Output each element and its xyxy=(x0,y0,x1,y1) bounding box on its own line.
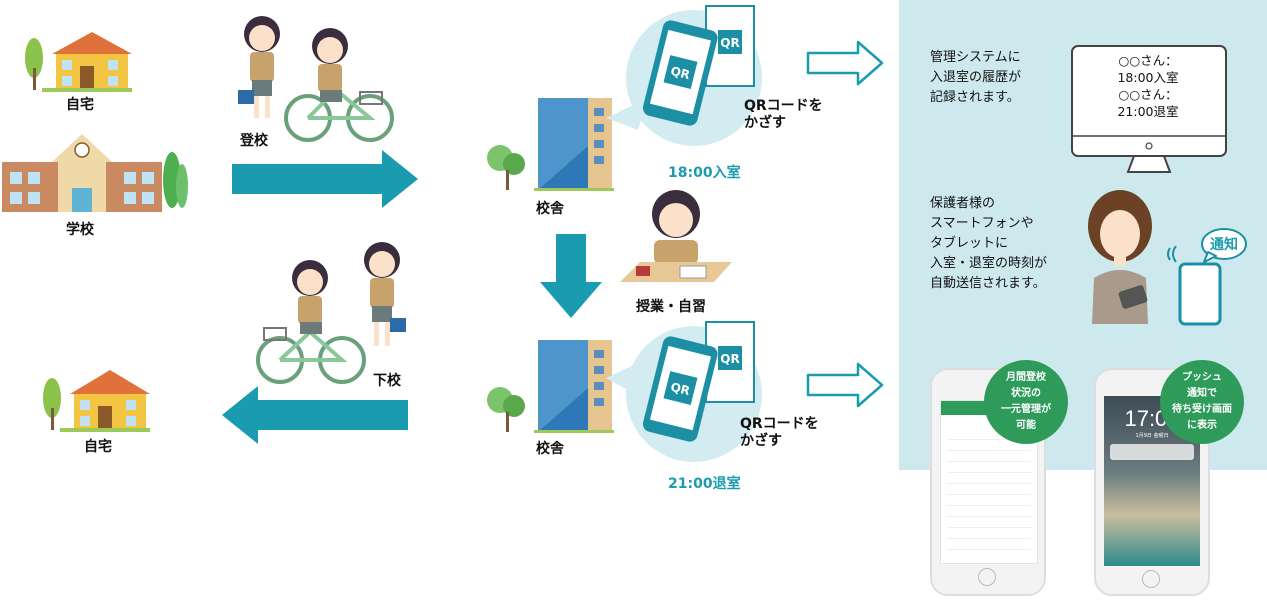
bubble-push-notification: プッシュ 通知で 待ち受け画面 に表示 xyxy=(1160,360,1244,444)
study-label: 授業・自習 xyxy=(636,299,706,315)
notice-bubble-icon xyxy=(1201,228,1247,263)
guardian-illustration xyxy=(1088,190,1152,324)
students-leaving-illustration xyxy=(256,242,406,384)
monitor-line-3: ○○さん： xyxy=(1118,87,1178,102)
monitor-screen: ○○さん： 18:00入室 ○○さん： 21:00退室 xyxy=(1078,52,1218,120)
qr-label-bottom: QRコードを かざす xyxy=(740,416,819,449)
qr-phone-text-bottom: QR xyxy=(669,380,691,398)
outline-arrow-top xyxy=(806,40,884,86)
lock-date: 1月9日 金曜日 xyxy=(1135,433,1169,439)
building-bottom-label: 校舎 xyxy=(536,441,564,457)
notice-label: 通知 xyxy=(1210,237,1238,253)
qr-phone-text-top: QR xyxy=(669,64,691,82)
home-bottom-illustration xyxy=(43,370,150,432)
down-arrow xyxy=(540,234,602,318)
notify-phone-illustration xyxy=(1167,246,1222,326)
building-top-illustration xyxy=(487,98,614,191)
go-to-school-label: 登校 xyxy=(240,133,268,149)
home-button-icon xyxy=(978,568,996,586)
entry-time: 18:00入室 xyxy=(668,165,741,181)
outline-arrow-bottom xyxy=(806,362,884,408)
monitor-line-1: ○○さん： xyxy=(1118,53,1178,68)
building-top-label: 校舎 xyxy=(536,201,564,217)
school-illustration xyxy=(2,134,188,212)
monitor-illustration xyxy=(1071,45,1227,173)
attendance-list xyxy=(947,429,1031,555)
system-description: 管理システムに 入退室の履歴が 記録されます。 xyxy=(930,50,1022,105)
qr-label-top: QRコードを かざす xyxy=(744,98,823,131)
guardian-description: 保護者様の スマートフォンや タブレットに 入室・退室の時刻が 自動送信されます… xyxy=(930,196,1048,291)
school-label: 学校 xyxy=(66,222,94,238)
push-notification-card xyxy=(1110,444,1194,460)
monitor-line-2: 18:00入室 xyxy=(1117,70,1179,85)
qr-bubble-bottom: QR QR xyxy=(606,321,762,462)
home-top-illustration xyxy=(25,32,132,92)
go-to-school-arrow xyxy=(232,150,418,208)
qr-card-text-top: QR xyxy=(720,36,739,50)
exit-time: 21:00退室 xyxy=(668,476,741,492)
monitor-line-4: 21:00退室 xyxy=(1117,104,1179,119)
bubble-monthly-management: 月間登校 状況の 一元管理が 可能 xyxy=(984,360,1068,444)
going-home-arrow xyxy=(222,386,408,444)
qr-bubble-top: QR QR xyxy=(606,5,762,146)
students-going-illustration xyxy=(238,16,394,142)
home-top-label: 自宅 xyxy=(66,97,94,113)
home-button-icon xyxy=(1142,570,1160,588)
building-bottom-illustration xyxy=(487,340,614,433)
qr-card-text-bottom: QR xyxy=(720,352,739,366)
home-bottom-label: 自宅 xyxy=(84,439,112,455)
leave-school-label: 下校 xyxy=(373,373,401,389)
study-illustration xyxy=(620,190,732,282)
